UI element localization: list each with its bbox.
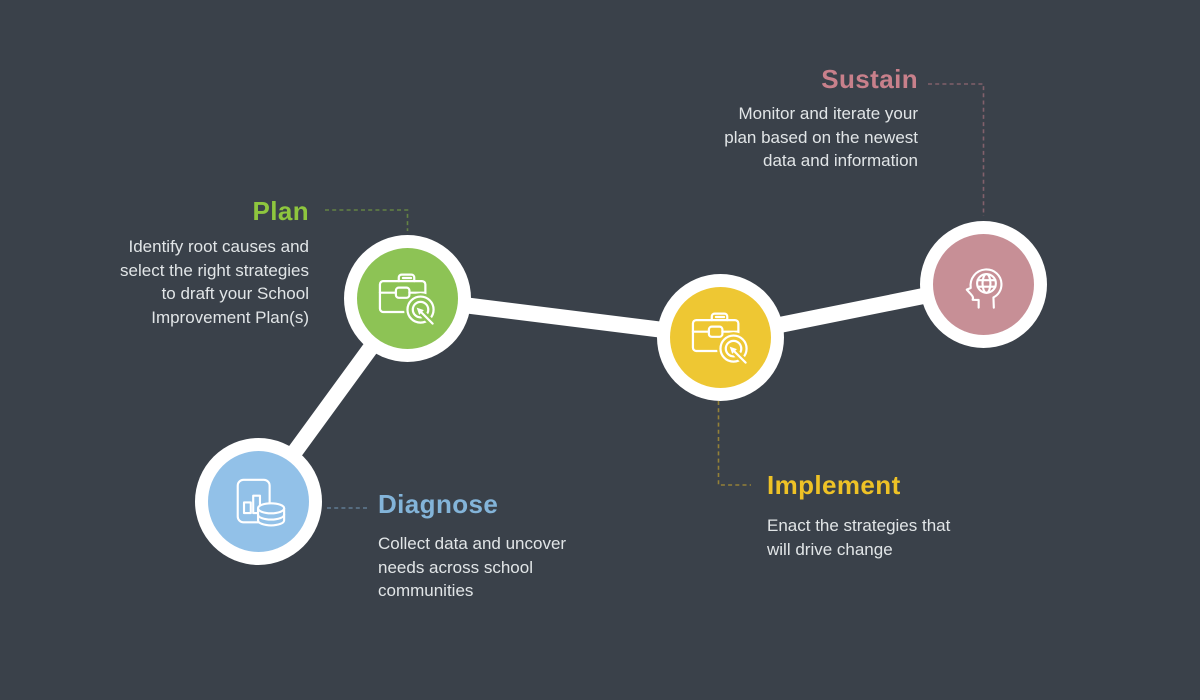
description-line: will drive change — [767, 539, 893, 559]
description-line: communities — [378, 581, 474, 601]
implement-callout-line — [717, 401, 751, 486]
diagnose-title: Diagnose — [378, 489, 499, 519]
sustain-circle — [932, 233, 1034, 335]
description-line: Collect data and uncover — [378, 534, 567, 553]
description-line: Enact the strategies that — [767, 516, 951, 535]
description-line: Monitor and iterate your — [738, 104, 918, 123]
sustain-description: Monitor and iterate your plan based on t… — [724, 102, 918, 173]
chart-database-icon — [236, 478, 285, 526]
head-globe-icon — [965, 268, 1003, 309]
plan-title: Plan — [252, 196, 309, 226]
implement-node — [656, 273, 784, 401]
diagnose-description: Collect data and uncover needs across sc… — [378, 532, 566, 603]
plan-callout-line — [325, 209, 409, 231]
implement-label-block: Implement Enact the strategies that will… — [767, 470, 950, 561]
description-line: to draft your School — [161, 284, 309, 304]
plan-circle — [356, 247, 458, 349]
description-line: data and information — [763, 151, 918, 171]
briefcase-target-icon — [378, 273, 437, 328]
sustain-node — [919, 220, 1047, 348]
implement-circle — [669, 286, 771, 388]
description-line: Identify root causes and — [128, 237, 309, 256]
briefcase-target-icon — [691, 312, 750, 367]
plan-description: Identify root causes and select the righ… — [120, 235, 309, 330]
implement-title: Implement — [767, 470, 901, 500]
sustain-callout-line — [928, 83, 985, 216]
diagnose-label-block: Diagnose Collect data and uncover needs … — [378, 489, 566, 603]
description-line: Improvement Plan(s) — [151, 308, 309, 328]
description-line: plan based on the newest — [724, 127, 918, 147]
process-path-line — [250, 276, 991, 510]
diagnose-circle — [208, 451, 309, 552]
plan-label-block: Plan Identify root causes and select the… — [120, 196, 309, 330]
plan-node — [343, 234, 471, 362]
implement-description: Enact the strategies that will drive cha… — [767, 514, 950, 561]
description-line: select the right strategies — [120, 260, 309, 280]
description-line: needs across school — [378, 557, 533, 577]
diagnose-node — [195, 438, 322, 565]
sustain-title: Sustain — [821, 64, 918, 94]
sustain-label-block: Sustain Monitor and iterate your plan ba… — [724, 64, 918, 173]
